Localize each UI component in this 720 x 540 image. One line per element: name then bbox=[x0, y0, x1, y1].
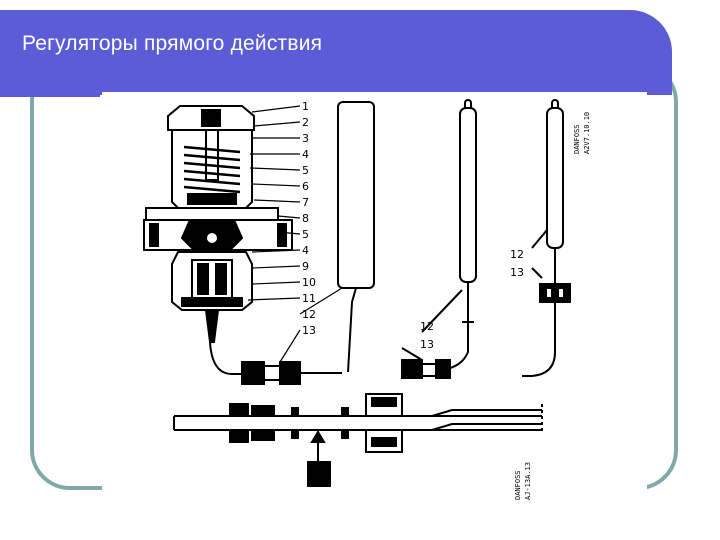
part-labels: 1 2 3 4 5 6 7 8 5 4 9 10 11 12 13 bbox=[302, 100, 316, 337]
stamp-bottom-line1: DANFOSS bbox=[514, 470, 522, 500]
label-4: 4 bbox=[302, 148, 309, 161]
sensor-bulb-large bbox=[337, 101, 375, 373]
stamp-c-line1: DANFOSS bbox=[573, 124, 581, 154]
label-5b: 5 bbox=[302, 228, 309, 241]
label-12: 12 bbox=[302, 308, 316, 321]
label-2: 2 bbox=[302, 116, 309, 129]
sensor-b-label-12: 12 bbox=[420, 320, 434, 333]
label-4b: 4 bbox=[302, 244, 309, 257]
stamp-bottom: DANFOSS AJ-13A.13 bbox=[514, 462, 532, 500]
sensor-tube-c bbox=[522, 99, 571, 377]
title-bar: Регуляторы прямого действия bbox=[0, 10, 672, 95]
stamp-c-line2: A2V7.10.10 bbox=[583, 112, 591, 154]
label-13: 13 bbox=[302, 324, 316, 337]
label-9: 9 bbox=[302, 260, 309, 273]
fitting-assembly bbox=[173, 393, 543, 487]
label-11: 11 bbox=[302, 292, 316, 305]
regulator-valve bbox=[143, 105, 293, 375]
label-1: 1 bbox=[302, 100, 309, 113]
regulator-diagram: 1 2 3 4 5 6 7 8 5 4 9 10 11 12 13 bbox=[102, 92, 647, 502]
label-6: 6 bbox=[302, 180, 309, 193]
sensor-b-label-13: 13 bbox=[420, 338, 434, 351]
valve-fitting bbox=[241, 361, 342, 385]
label-leaders bbox=[247, 105, 343, 363]
sensor-c-label-12: 12 bbox=[510, 248, 524, 261]
title-underline bbox=[0, 93, 100, 97]
stamp-sensor-c: DANFOSS A2V7.10.10 bbox=[573, 112, 591, 154]
sensor-c-label-13: 13 bbox=[510, 266, 524, 279]
label-8: 8 bbox=[302, 212, 309, 225]
sensor-tube-b bbox=[401, 99, 477, 379]
label-3: 3 bbox=[302, 132, 309, 145]
label-7: 7 bbox=[302, 196, 309, 209]
diagram-svg: 1 2 3 4 5 6 7 8 5 4 9 10 11 12 13 bbox=[143, 99, 591, 500]
label-10: 10 bbox=[302, 276, 316, 289]
stamp-bottom-line2: AJ-13A.13 bbox=[524, 462, 532, 500]
label-5: 5 bbox=[302, 164, 309, 177]
slide-title: Регуляторы прямого действия bbox=[22, 32, 323, 55]
